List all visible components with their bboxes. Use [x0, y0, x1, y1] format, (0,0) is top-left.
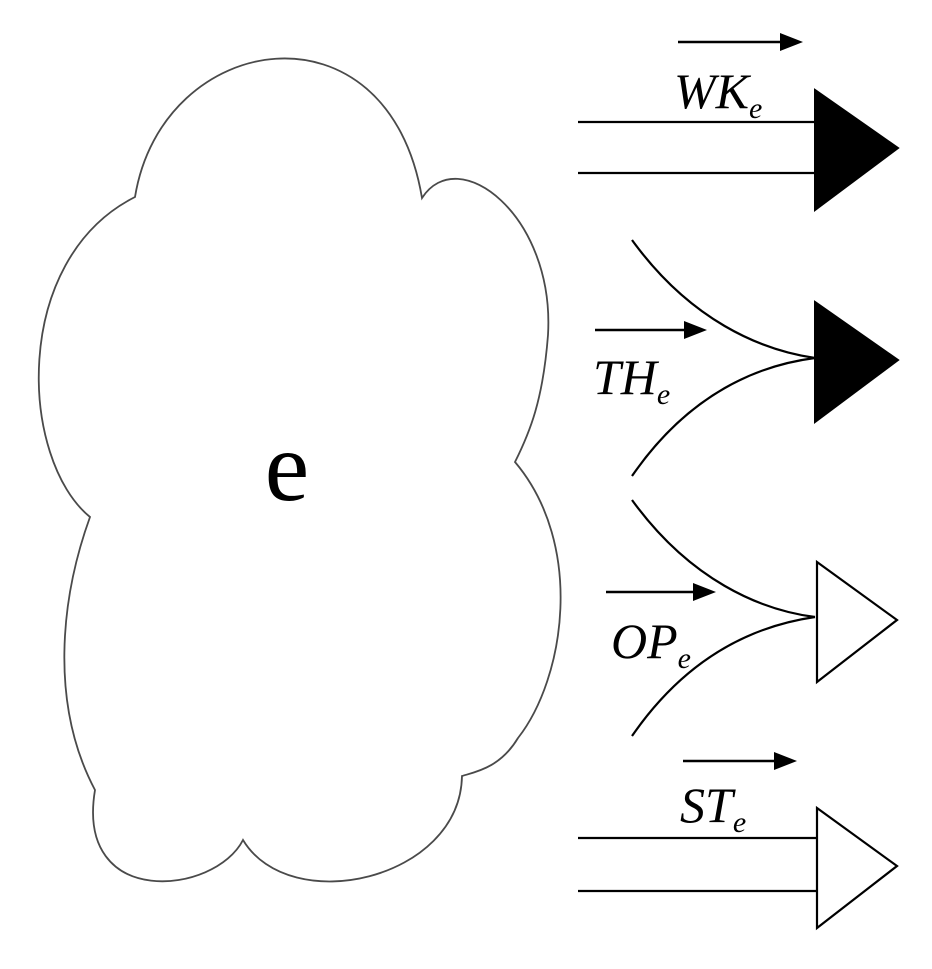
- arrow-th: THe: [593, 239, 900, 477]
- arrow-label-main: WK: [674, 63, 752, 119]
- arrow-wk: WKe: [578, 33, 900, 212]
- arrow-label-subscript: e: [749, 92, 762, 125]
- filled-arrowhead-icon: [814, 300, 900, 424]
- arrow-label-main: TH: [593, 349, 660, 405]
- cloud-outline: [38, 57, 562, 883]
- vector-arrow-icon: [780, 33, 803, 51]
- vector-arrow-icon: [693, 583, 716, 601]
- arrow-curve-top: [631, 239, 816, 360]
- arrow-label: THe: [593, 349, 670, 411]
- arrow-label-subscript: e: [733, 806, 746, 839]
- arrow-curve-bottom: [631, 615, 816, 737]
- arrow-label: OPe: [611, 613, 691, 675]
- vector-arrow-icon: [684, 321, 707, 339]
- vector-arrow-icon: [774, 752, 797, 770]
- hollow-arrowhead-icon: [815, 559, 899, 685]
- entity-cloud: e: [38, 57, 562, 883]
- arrow-curve-top: [631, 499, 816, 619]
- filled-arrowhead-icon: [814, 88, 900, 212]
- arrow-op: OPe: [606, 499, 899, 737]
- arrow-label-subscript: e: [678, 642, 691, 675]
- arrow-st: STe: [578, 752, 899, 931]
- arrow-curve-bottom: [631, 356, 816, 477]
- hollow-arrowhead-icon: [815, 805, 899, 931]
- arrow-label: STe: [680, 777, 746, 839]
- arrow-label-subscript: e: [657, 378, 670, 411]
- arrow-label-main: ST: [680, 777, 736, 833]
- arrow-label-main: OP: [611, 613, 678, 669]
- cloud-label: e: [265, 411, 309, 522]
- arrow-label: WKe: [674, 63, 762, 125]
